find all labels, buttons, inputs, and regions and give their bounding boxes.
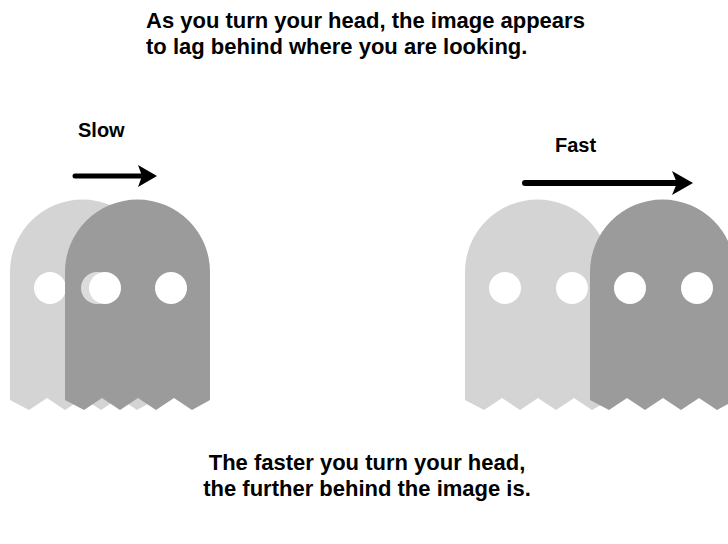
diagram-title: As you turn your head, the image appears… (146, 8, 602, 60)
ghost-eye (155, 272, 187, 304)
speed-label: Slow (78, 118, 168, 142)
ghost-eye (89, 272, 121, 304)
motion-arrow-shaft (75, 174, 142, 179)
ghost-eye (34, 272, 66, 304)
current-ghost (590, 200, 728, 411)
ghost-eye (556, 272, 588, 304)
speed-label: Fast (555, 133, 645, 157)
ghost-eye (681, 272, 713, 304)
motion-arrowhead (138, 165, 157, 187)
lagging-ghost (465, 200, 610, 411)
ghost-eye (489, 272, 521, 304)
motion-arrowhead (672, 171, 693, 195)
diagram-caption: The faster you turn your head, the furth… (194, 450, 540, 502)
current-ghost (65, 200, 210, 411)
motion-arrow-shaft (525, 180, 678, 186)
ghost-eye (614, 272, 646, 304)
